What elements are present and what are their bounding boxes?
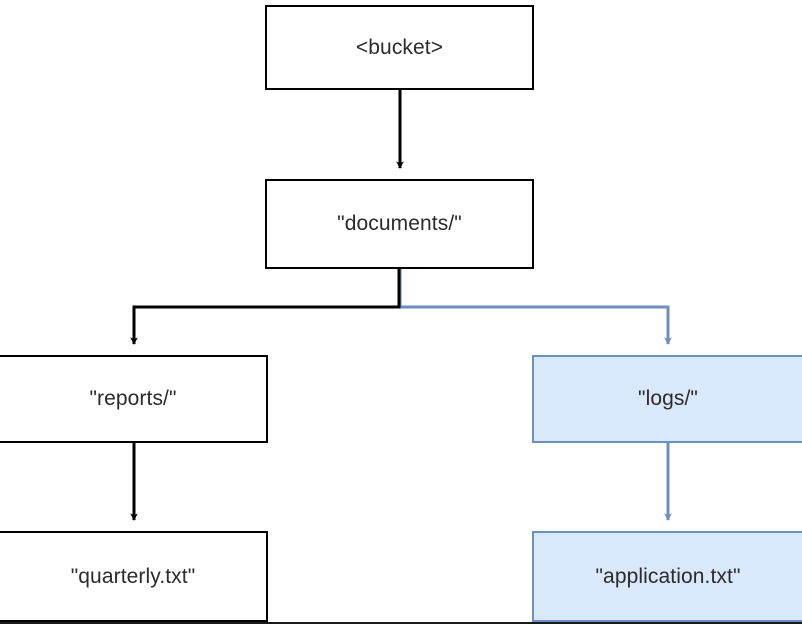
node-application-txt-label: "application.txt" (595, 564, 741, 588)
node-bucket-label: <bucket> (355, 35, 444, 59)
node-logs[interactable]: "logs/" (532, 355, 802, 443)
node-documents-label: "documents/" (337, 212, 462, 235)
node-bucket[interactable]: <bucket> (265, 5, 534, 90)
edge-documents-to-reports (130, 269, 401, 345)
node-application-txt[interactable]: "application.txt" (532, 531, 802, 622)
node-quarterly-txt[interactable]: "quarterly.txt" (0, 531, 268, 622)
node-documents[interactable]: "documents/" (265, 179, 534, 269)
edge-documents-to-logs (398, 269, 672, 345)
node-quarterly-txt-label: "quarterly.txt" (70, 564, 196, 588)
node-reports-label: "reports/" (89, 387, 177, 410)
bottom-edge-rule (0, 622, 802, 624)
node-reports[interactable]: "reports/" (0, 355, 268, 443)
node-logs-label: "logs/" (638, 387, 698, 410)
